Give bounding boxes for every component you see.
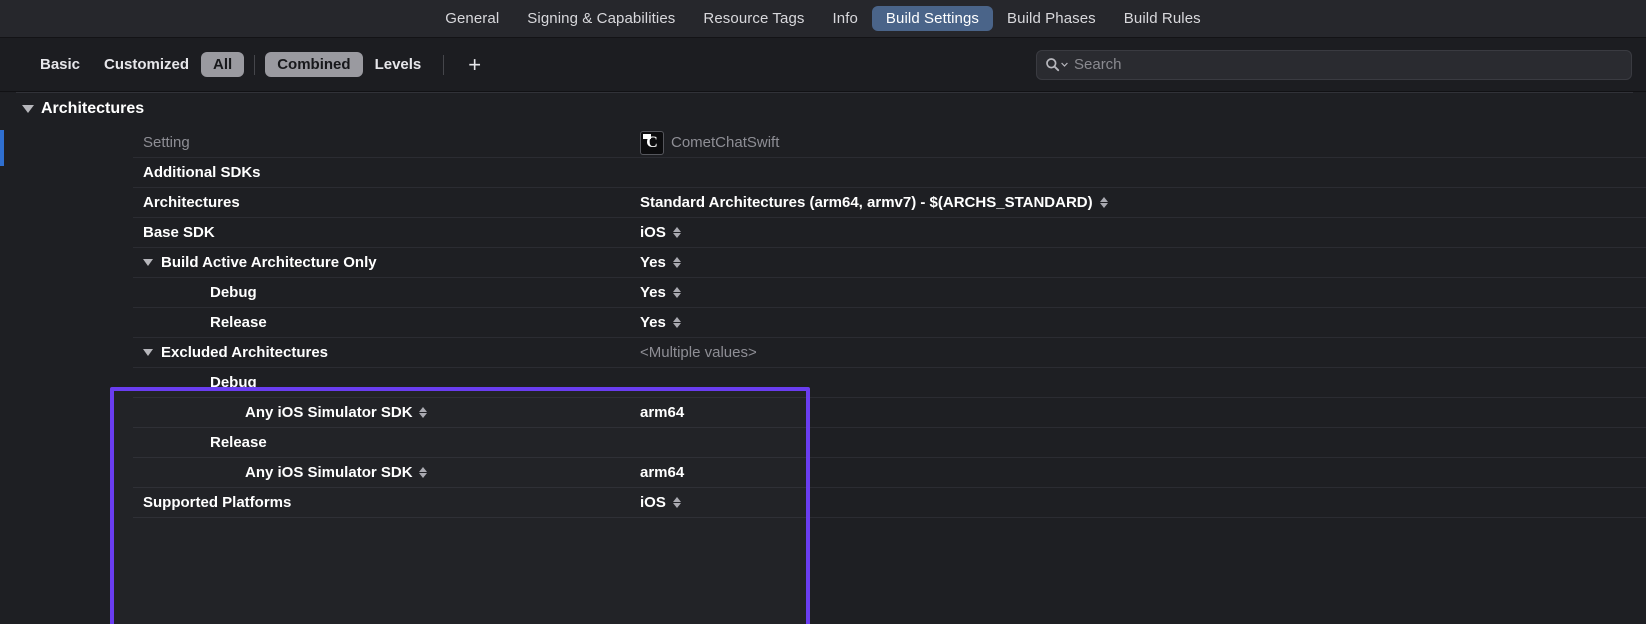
table-row[interactable]: Debug Yes <box>133 278 1646 308</box>
table-row[interactable]: Release Yes <box>133 308 1646 338</box>
tab-build-phases[interactable]: Build Phases <box>1007 10 1096 27</box>
setting-value[interactable]: arm64 <box>640 404 685 421</box>
setting-name-cell: Any iOS Simulator SDK <box>133 404 427 421</box>
stepper-icon[interactable] <box>672 227 681 238</box>
setting-value-cell[interactable]: Standard Architectures (arm64, armv7) - … <box>640 194 1108 211</box>
app-icon-notch <box>643 133 651 139</box>
column-header-target: C CometChatSwift <box>640 130 780 155</box>
setting-name: Excluded Architectures <box>161 344 328 361</box>
setting-name-cell: Build Active Architecture Only <box>133 254 377 271</box>
search-input[interactable]: Search <box>1074 56 1122 73</box>
target-name: CometChatSwift <box>671 134 780 151</box>
setting-value-cell[interactable]: iOS <box>640 224 681 241</box>
table-row[interactable]: Any iOS Simulator SDK arm64 <box>133 458 1646 488</box>
filter-basic[interactable]: Basic <box>40 56 81 73</box>
disclosure-triangle-icon[interactable] <box>143 349 153 356</box>
stepper-icon[interactable] <box>672 317 681 328</box>
chevron-down-icon <box>1061 62 1068 67</box>
setting-value: Yes <box>640 314 666 331</box>
filter-combined[interactable]: Combined <box>265 52 363 77</box>
setting-value[interactable]: arm64 <box>640 464 685 481</box>
filter-divider-1 <box>254 54 256 75</box>
table-row[interactable]: Build Active Architecture Only Yes <box>133 248 1646 278</box>
setting-value-cell[interactable]: Yes <box>640 254 681 271</box>
table-row[interactable]: Architectures Standard Architectures (ar… <box>133 188 1646 218</box>
stepper-icon[interactable] <box>672 287 681 298</box>
tab-build-rules[interactable]: Build Rules <box>1123 10 1201 27</box>
setting-value-cell[interactable]: Yes <box>640 314 681 331</box>
setting-name: Release <box>210 434 267 451</box>
setting-value: Standard Architectures (arm64, armv7) - … <box>640 194 1093 211</box>
setting-name-cell: Any iOS Simulator SDK <box>133 464 427 481</box>
table-top-rule <box>16 92 1633 93</box>
search-field[interactable]: Search <box>1036 49 1632 80</box>
build-settings-filter-bar: Basic Customized All Combined Levels + S… <box>0 38 1646 92</box>
setting-name-cell: Excluded Architectures <box>133 344 328 361</box>
table-row[interactable]: Release <box>133 428 1646 458</box>
add-user-defined-setting-button[interactable]: + <box>468 51 482 77</box>
setting-name: Any iOS Simulator SDK <box>245 464 413 481</box>
section-title: Architectures <box>41 100 145 117</box>
filter-all[interactable]: All <box>201 52 245 77</box>
cometchat-app-icon: C <box>640 130 664 155</box>
build-settings-table: Architectures Setting C CometChatSwift A… <box>0 92 1646 624</box>
table-row[interactable]: Additional SDKs <box>133 158 1646 188</box>
filter-levels[interactable]: Levels <box>374 56 422 73</box>
column-header-setting: Setting <box>143 134 190 151</box>
tab-resource-tags[interactable]: Resource Tags <box>703 10 805 27</box>
stepper-icon[interactable] <box>672 497 681 508</box>
disclosure-triangle-icon[interactable] <box>143 259 153 266</box>
tab-info[interactable]: Info <box>832 10 858 27</box>
setting-value: iOS <box>640 494 666 511</box>
setting-name: Any iOS Simulator SDK <box>245 404 413 421</box>
stepper-icon[interactable] <box>672 257 681 268</box>
setting-name: Build Active Architecture Only <box>161 254 377 271</box>
tab-signing-capabilities[interactable]: Signing & Capabilities <box>527 10 676 27</box>
stepper-icon[interactable] <box>418 407 427 418</box>
setting-name: Architectures <box>143 194 240 211</box>
stepper-icon[interactable] <box>1099 197 1108 208</box>
setting-name: Debug <box>210 374 257 391</box>
selection-accent-bar <box>0 130 4 166</box>
search-icon <box>1045 57 1068 72</box>
setting-name: Additional SDKs <box>143 164 261 181</box>
setting-name: Release <box>210 314 267 331</box>
setting-value-cell[interactable]: iOS <box>640 494 681 511</box>
setting-name: Base SDK <box>143 224 215 241</box>
table-row[interactable]: Excluded Architectures <Multiple values> <box>133 338 1646 368</box>
table-row[interactable]: Base SDK iOS <box>133 218 1646 248</box>
setting-name: Supported Platforms <box>143 494 292 511</box>
setting-value: iOS <box>640 224 666 241</box>
setting-name: Debug <box>210 284 257 301</box>
disclosure-triangle-icon[interactable] <box>22 105 34 113</box>
setting-value: Yes <box>640 254 666 271</box>
table-row[interactable]: Debug <box>133 368 1646 398</box>
section-header-architectures[interactable]: Architectures <box>22 100 144 118</box>
tab-build-settings[interactable]: Build Settings <box>871 6 994 31</box>
filter-customized[interactable]: Customized <box>104 56 190 73</box>
editor-tab-bar: General Signing & Capabilities Resource … <box>0 0 1646 38</box>
setting-value-cell[interactable]: Yes <box>640 284 681 301</box>
table-column-header-row: Setting C CometChatSwift <box>133 128 1646 158</box>
app-icon-letter: C <box>646 133 658 151</box>
table-row[interactable]: Supported Platforms iOS <box>133 488 1646 518</box>
setting-value: Yes <box>640 284 666 301</box>
setting-value[interactable]: <Multiple values> <box>640 344 757 361</box>
table-row[interactable]: Any iOS Simulator SDK arm64 <box>133 398 1646 428</box>
filter-divider-2 <box>443 54 445 75</box>
tab-general[interactable]: General <box>445 10 500 27</box>
settings-rows: Setting C CometChatSwift Additional SDKs… <box>0 128 1646 518</box>
stepper-icon[interactable] <box>418 467 427 478</box>
